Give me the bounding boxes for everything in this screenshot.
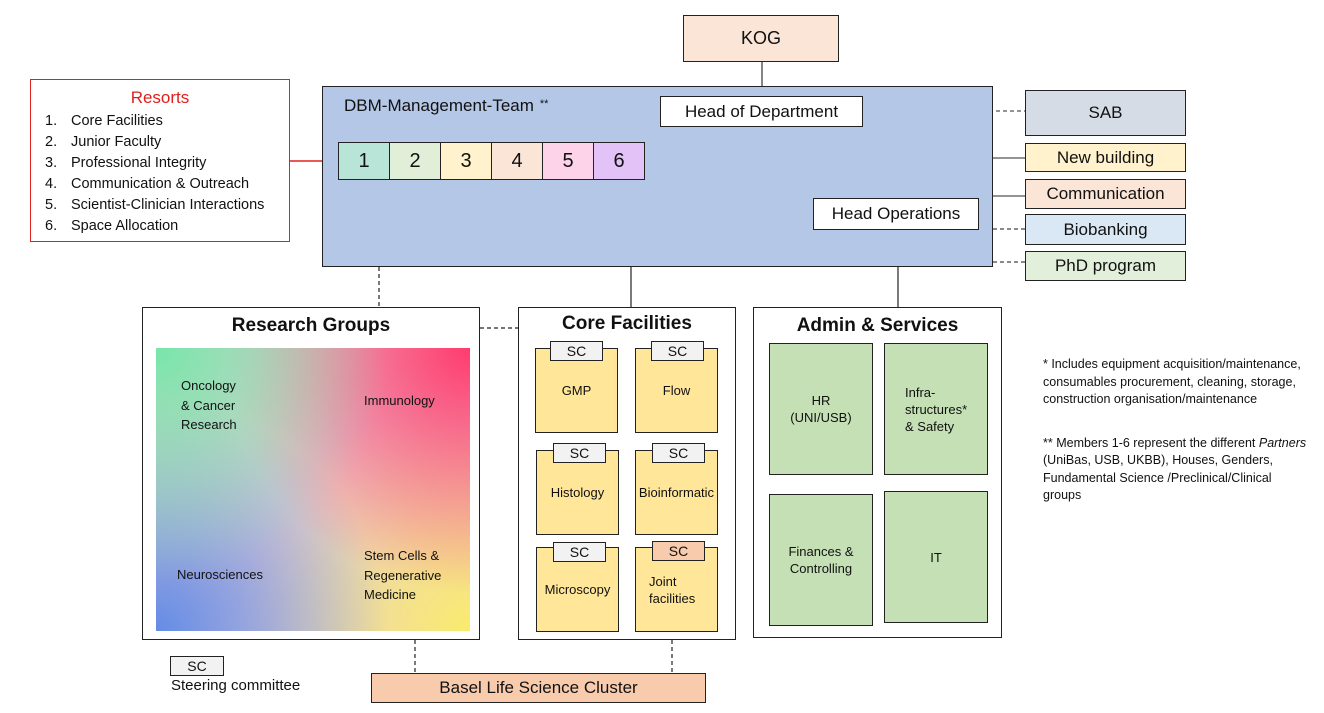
- resort-item: 2.Junior Faculty: [45, 134, 162, 150]
- area-neurosciences: Neurosciences: [177, 567, 263, 582]
- service-hr: HR (UNI/USB): [769, 343, 873, 475]
- sc-tag: SC: [651, 341, 704, 361]
- service-finances: Finances & Controlling: [769, 494, 873, 626]
- kog-box: KOG: [683, 15, 839, 62]
- biobanking-box: Biobanking: [1025, 214, 1186, 245]
- research-groups-title: Research Groups: [231, 315, 391, 336]
- resort-item: 4.Communication & Outreach: [45, 176, 250, 192]
- kog-label: KOG: [740, 28, 781, 48]
- facility-flow: Flow: [635, 348, 718, 433]
- resorts-list: 1.Core Facilities 2.Junior Faculty 3.Pro…: [45, 111, 264, 237]
- member-cell: 2: [389, 142, 441, 180]
- member-cell: 4: [491, 142, 543, 180]
- management-team-title: DBM-Management-Team**: [344, 96, 549, 115]
- basel-life-science-cluster-box: Basel Life Science Cluster: [371, 673, 706, 703]
- footnote-infrastructure: * Includes equipment acquisition/mainten…: [1043, 357, 1301, 406]
- area-immunology: Immunology: [364, 393, 435, 408]
- sc-tag: SC: [550, 341, 603, 361]
- sc-tag: SC: [553, 443, 606, 463]
- research-areas-gradient: Oncology & Cancer Research Immunology Ne…: [156, 348, 470, 631]
- head-of-department-box: Head of Department: [660, 96, 863, 127]
- facility-joint: Joint facilities: [635, 547, 718, 632]
- resort-item: 1.Core Facilities: [45, 113, 163, 129]
- member-cell: 5: [542, 142, 594, 180]
- legend-label: Steering committee: [171, 677, 301, 694]
- core-facilities-box: Core Facilities GMP SC Flow SC Histology…: [518, 307, 736, 640]
- core-facilities-title: Core Facilities: [562, 313, 692, 334]
- area-stem-cells: Stem Cells & Regenerative Medicine: [364, 548, 442, 602]
- phd-program-box: PhD program: [1025, 251, 1186, 281]
- members-row: 1 2 3 4 5 6: [338, 142, 645, 180]
- resort-item: 6.Space Allocation: [45, 218, 179, 234]
- legend-sc-tag: SC: [170, 656, 224, 676]
- member-cell: 6: [593, 142, 645, 180]
- head-operations-box: Head Operations: [813, 198, 979, 230]
- sc-tag: SC: [652, 443, 705, 463]
- communication-box: Communication: [1025, 179, 1186, 209]
- resort-item: 3.Professional Integrity: [45, 155, 207, 171]
- facility-bioinformatic: Bioinformatic: [635, 450, 718, 535]
- title-marker: **: [539, 98, 549, 110]
- new-building-box: New building: [1025, 143, 1186, 172]
- resorts-box: Resorts 1.Core Facilities 2.Junior Facul…: [30, 79, 290, 242]
- resorts-title: Resorts: [130, 88, 190, 107]
- admin-services-box: Admin & Services HR (UNI/USB) Infra- str…: [753, 307, 1002, 638]
- member-cell: 3: [440, 142, 492, 180]
- research-groups-box: Research Groups Oncology & Cancer Resear…: [142, 307, 480, 640]
- footnotes: * Includes equipment acquisition/mainten…: [1043, 356, 1313, 531]
- sc-tag-joint: SC: [652, 541, 705, 561]
- sab-box: SAB: [1025, 90, 1186, 136]
- area-oncology: Oncology & Cancer Research: [181, 378, 237, 432]
- service-infrastructures: Infra- structures* & Safety: [884, 343, 988, 475]
- admin-services-title: Admin & Services: [796, 315, 959, 336]
- resort-item: 5.Scientist-Clinician Interactions: [45, 197, 265, 213]
- service-it: IT: [884, 491, 988, 623]
- sc-tag: SC: [553, 542, 606, 562]
- footnote-members: ** Members 1-6 represent the different P…: [1043, 435, 1307, 503]
- member-cell: 1: [338, 142, 390, 180]
